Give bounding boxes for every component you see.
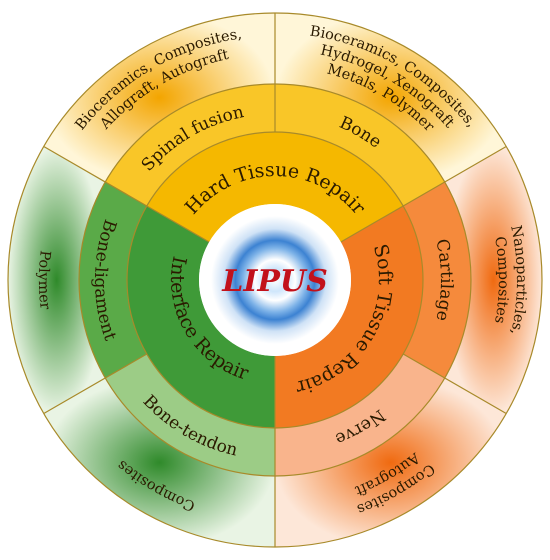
bone-tendon-materials-sector — [43, 378, 276, 547]
bone-ligament-sector — [78, 182, 147, 378]
spinal-materials-sector — [43, 13, 276, 182]
inner-ring — [126, 132, 423, 428]
interface-sector — [126, 206, 275, 428]
sector-divider — [43, 353, 148, 415]
nerve-materials-sector — [275, 378, 507, 547]
nerve-sector — [275, 354, 445, 476]
hard-tissue-sector — [146, 132, 404, 242]
cartilage-sector — [403, 182, 471, 378]
sector-divider — [402, 145, 507, 207]
inner-divider — [340, 205, 404, 243]
bone-ligament-materials-line-1-path: Polymer — [35, 250, 53, 311]
cartilage-materials-sector — [444, 146, 542, 414]
bone-tendon-sector — [105, 354, 275, 476]
middle-ring — [78, 84, 471, 476]
bone-ligament-materials-sector — [7, 146, 106, 414]
sector-divider — [402, 353, 507, 415]
center-glow — [211, 216, 339, 344]
ring-borders — [7, 12, 543, 548]
soft-tissue-sector — [275, 206, 423, 428]
bone-ligament-materials-line-1: Polymer — [35, 250, 53, 311]
cartilage-materials-line-1: Nanoparticles, — [507, 224, 529, 336]
bone-sector — [275, 84, 445, 206]
inner-divider — [146, 205, 210, 243]
cartilage-materials-line-1-path: Nanoparticles, — [507, 224, 529, 336]
spinal-fusion-sector — [105, 84, 275, 206]
sector-divider — [43, 145, 148, 207]
bone-materials-sector — [275, 13, 507, 182]
outer-ring — [7, 13, 542, 547]
center-label: LIPUS — [221, 264, 328, 299]
